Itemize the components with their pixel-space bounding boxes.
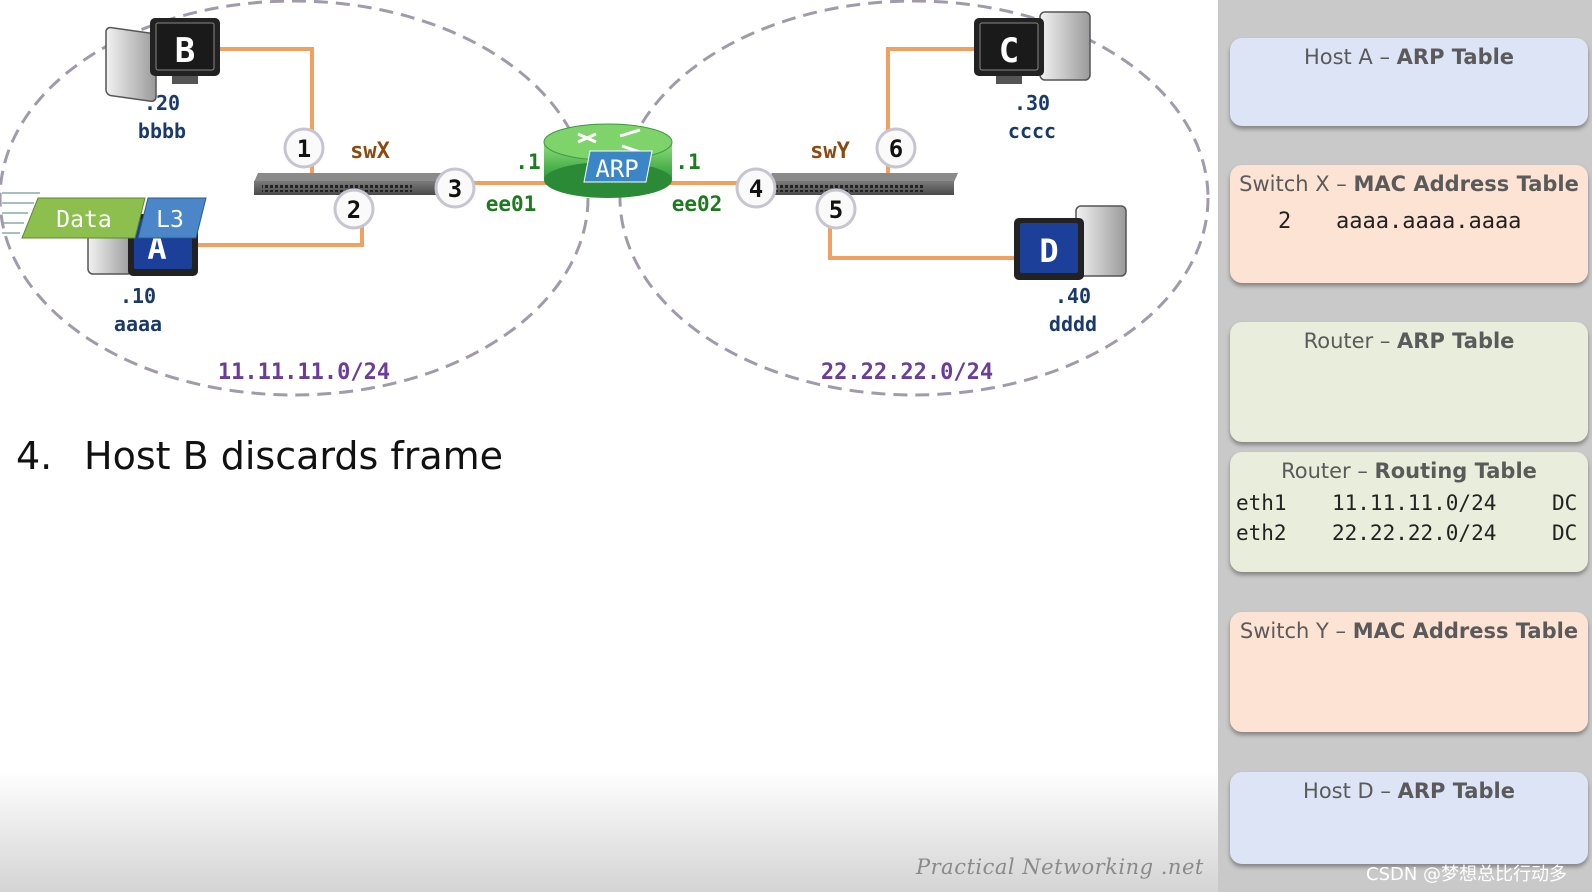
route-row-1-network: 11.11.11.0/24 — [1332, 491, 1497, 515]
step-number: 4. — [16, 434, 53, 478]
switch-x-mac-table: Switch X – MAC Address Table 2 aaaa.aaaa… — [1230, 165, 1588, 283]
csdn-watermark: CSDN @梦想总比行动多 — [1366, 864, 1568, 885]
router-arp-badge — [583, 150, 653, 183]
port-2: 2 — [333, 188, 375, 230]
switch-y-mac-table: Switch Y – MAC Address Table — [1230, 612, 1588, 732]
host-b-mac: bbbb — [138, 119, 186, 143]
network-ellipse-left — [0, 0, 590, 397]
router-routing-table: Router – Routing Table eth1 11.11.11.0/2… — [1230, 452, 1588, 572]
router-routing-title: Router – Routing Table — [1281, 459, 1537, 483]
switch-x-icon — [254, 173, 446, 195]
host-d-letter: D — [1039, 232, 1058, 270]
router-right-ip: .1 — [675, 150, 700, 174]
route-row-2-type: DC — [1552, 521, 1578, 545]
step-text: Host B discards frame — [84, 434, 504, 478]
port-6: 6 — [875, 127, 917, 169]
packet-l3-block — [137, 197, 207, 239]
brand-footer: Practical Networking .net — [916, 855, 1204, 879]
slide-bottom-gradient — [0, 770, 1218, 892]
svg-text:4: 4 — [749, 175, 763, 203]
network-right-label: 22.22.22.0/24 — [821, 360, 993, 385]
host-b-ip: .20 — [144, 91, 180, 115]
route-row-1-type: DC — [1552, 491, 1578, 515]
route-row-2-network: 22.22.22.0/24 — [1332, 521, 1497, 545]
network-left-label: 11.11.11.0/24 — [218, 360, 390, 385]
host-c-mac: cccc — [1008, 119, 1056, 143]
svg-text:2: 2 — [347, 196, 361, 224]
router-icon: ARP — [543, 123, 673, 198]
packet-l3-label: L3 — [156, 207, 184, 233]
link-d-swy — [828, 190, 1018, 260]
router-arp-title: Router – ARP Table — [1303, 329, 1515, 353]
svg-text:1: 1 — [297, 135, 311, 163]
host-c-ip: .30 — [1014, 91, 1050, 115]
host-b-letter: B — [175, 31, 195, 71]
svg-text:3: 3 — [448, 175, 462, 203]
host-a-ip: .10 — [120, 284, 156, 308]
switch-y-label: swY — [810, 139, 850, 164]
port-1: 1 — [283, 127, 325, 169]
host-a-mac: aaaa — [114, 312, 162, 336]
router-arp-table: Router – ARP Table — [1230, 322, 1588, 442]
router-right-iface: ee02 — [672, 192, 723, 216]
host-b-computer-icon: B — [105, 18, 220, 103]
host-d-computer-icon: D — [1014, 205, 1127, 280]
port-4: 4 — [735, 167, 777, 209]
host-a-arp-title: Host A – ARP Table — [1303, 45, 1515, 69]
route-row-1-iface: eth1 — [1236, 491, 1287, 515]
host-d-arp-table: Host D – ARP Table — [1230, 772, 1588, 864]
packet-data-block — [21, 197, 146, 239]
packet-data-label: Data — [56, 207, 111, 233]
switch-y-mac-title: Switch Y – MAC Address Table — [1239, 619, 1579, 643]
svg-text:5: 5 — [829, 196, 843, 224]
switch-x-row-port: 2 — [1278, 209, 1292, 234]
host-d-arp-title: Host D – ARP Table — [1303, 779, 1515, 803]
host-c-computer-icon: C — [974, 11, 1091, 84]
tables-sidebar — [1218, 0, 1592, 892]
switch-x-label: swX — [350, 139, 390, 164]
svg-text:6: 6 — [889, 135, 903, 163]
router-left-ip: .1 — [515, 150, 540, 174]
switch-y-icon — [768, 173, 958, 195]
port-3: 3 — [434, 167, 476, 209]
step-description: 4. Host B discards frame — [16, 434, 503, 478]
host-d-ip: .40 — [1055, 284, 1091, 308]
host-a-arp-table: Host A – ARP Table — [1230, 38, 1588, 126]
switch-x-row-mac: aaaa.aaaa.aaaa — [1336, 209, 1522, 234]
route-row-2-iface: eth2 — [1236, 521, 1287, 545]
network-ellipse-right — [618, 0, 1210, 397]
host-d-mac: dddd — [1049, 312, 1097, 336]
switch-x-mac-title: Switch X – MAC Address Table — [1239, 172, 1579, 196]
router-arp-label: ARP — [595, 155, 638, 183]
router-left-iface: ee01 — [486, 192, 537, 216]
packet-in-flight: Data L3 — [2, 192, 207, 239]
host-c-letter: C — [999, 31, 1019, 71]
port-5: 5 — [815, 188, 857, 230]
